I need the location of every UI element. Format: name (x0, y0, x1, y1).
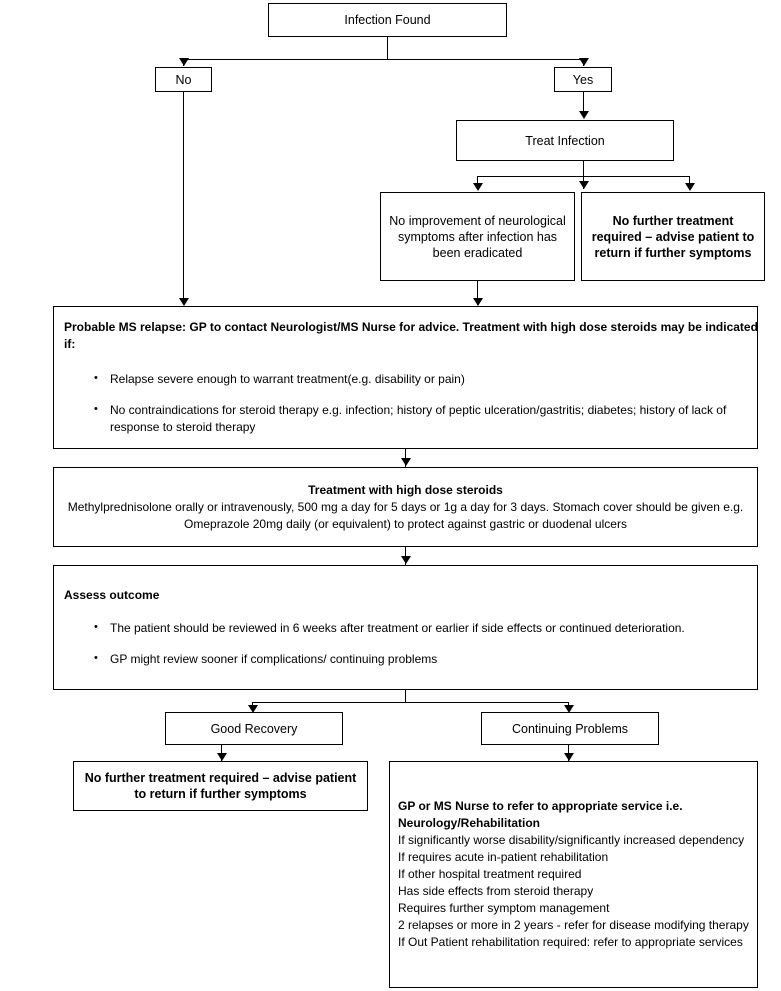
connector-split-outcomes (477, 176, 689, 177)
node-infection-found-label: Infection Found (344, 13, 431, 27)
node-good-recovery-label: Good Recovery (210, 721, 298, 736)
connector-assess-down (405, 690, 406, 702)
node-treat-infection-label: Treat Infection (525, 133, 605, 148)
connector-split-recovery-problems (252, 702, 569, 703)
node-assess-outcome-content: Assess outcome The patient should be rev… (54, 579, 777, 676)
node-treat-infection[interactable]: Treat Infection (456, 120, 674, 161)
arrowhead-to-yes (579, 58, 589, 66)
arrowhead-to-good-recovery (248, 705, 258, 713)
node-refer-line: If significantly worse disability/signif… (398, 833, 745, 847)
node-treatment-content: Treatment with high dose steroids Methyl… (46, 482, 765, 533)
node-no[interactable]: No (155, 67, 212, 92)
node-no-improvement[interactable]: No improvement of neurological symptoms … (380, 192, 575, 281)
node-probable-ms-relapse-bullets: Relapse severe enough to warrant treatme… (64, 370, 767, 436)
arrowhead-treat-center (579, 181, 589, 189)
connector-to-no-improvement (477, 176, 478, 186)
node-refer-line: 2 relapses or more in 2 years - refer fo… (398, 918, 749, 932)
node-no-further-treatment-top[interactable]: No further treatment required – advise p… (581, 192, 765, 281)
node-no-label: No (175, 72, 192, 87)
arrowhead-treatment-to-assess (401, 556, 411, 564)
list-item: GP might review sooner if complications/… (94, 650, 767, 668)
node-refer-line: Has side effects from steroid therapy (398, 884, 594, 898)
arrowhead-to-no (179, 58, 189, 66)
list-item: No contraindications for steroid therapy… (94, 401, 767, 436)
arrowhead-recovery-to-no-further (217, 753, 227, 761)
connector-no-long-down (183, 92, 184, 300)
node-refer-line: If other hospital treatment required (398, 867, 582, 881)
arrowhead-problems-to-refer (564, 753, 574, 761)
node-refer-line: If Out Patient rehabilitation required: … (398, 935, 743, 949)
node-yes[interactable]: Yes (554, 67, 612, 92)
node-treatment-body: Methylprednisolone orally or intravenous… (67, 499, 744, 531)
node-no-further-treatment-top-label: No further treatment required – advise p… (591, 213, 755, 260)
node-refer-line: Requires further symptom management (398, 901, 610, 915)
list-item: The patient should be reviewed in 6 week… (94, 619, 767, 637)
list-item: Relapse severe enough to warrant treatme… (94, 370, 767, 388)
node-yes-label: Yes (572, 72, 594, 87)
node-no-further-treatment-bottom-label: No further treatment required – advise p… (84, 771, 357, 801)
connector-yes-to-treat (583, 92, 584, 113)
arrowhead-to-no-improvement (473, 183, 483, 191)
connector-infection-down (387, 37, 388, 59)
arrowhead-relapse-to-treatment (401, 458, 411, 466)
node-treatment-heading: Treatment with high dose steroids (308, 482, 503, 497)
node-probable-ms-relapse-content: Probable MS relapse: GP to contact Neuro… (54, 311, 777, 444)
node-good-recovery[interactable]: Good Recovery (165, 712, 343, 745)
connector-treat-down (583, 161, 584, 189)
node-infection-found[interactable]: Infection Found (268, 3, 507, 37)
node-continuing-problems[interactable]: Continuing Problems (481, 712, 659, 745)
node-no-improvement-label: No improvement of neurological symptoms … (389, 213, 566, 260)
arrowhead-no-to-relapse (179, 298, 189, 306)
node-refer-line: If requires acute in-patient rehabilitat… (398, 850, 609, 864)
node-probable-ms-relapse[interactable]: Probable MS relapse: GP to contact Neuro… (53, 306, 758, 449)
node-treatment-high-dose-steroids[interactable]: Treatment with high dose steroids Methyl… (53, 467, 758, 547)
connector-to-no-further-top (689, 176, 690, 186)
arrowhead-to-no-further-top (685, 183, 695, 191)
node-assess-outcome-heading: Assess outcome (64, 588, 160, 602)
node-assess-outcome-bullets: The patient should be reviewed in 6 week… (64, 619, 767, 668)
node-refer-to-service-heading: GP or MS Nurse to refer to appropriate s… (398, 799, 683, 830)
arrowhead-to-continuing-problems (564, 705, 574, 713)
arrowhead-yes-to-treat (579, 111, 589, 119)
arrowhead-no-improvement-to-relapse (473, 298, 483, 306)
node-assess-outcome[interactable]: Assess outcome The patient should be rev… (53, 565, 758, 690)
connector-split-no-yes (183, 59, 583, 60)
node-refer-to-service[interactable]: GP or MS Nurse to refer to appropriate s… (389, 761, 758, 988)
node-no-further-treatment-bottom[interactable]: No further treatment required – advise p… (73, 761, 368, 811)
node-probable-ms-relapse-heading: Probable MS relapse: GP to contact Neuro… (64, 320, 758, 351)
node-continuing-problems-label: Continuing Problems (511, 721, 629, 736)
connector-no-improvement-down (477, 281, 478, 305)
node-refer-to-service-content: GP or MS Nurse to refer to appropriate s… (390, 792, 773, 957)
